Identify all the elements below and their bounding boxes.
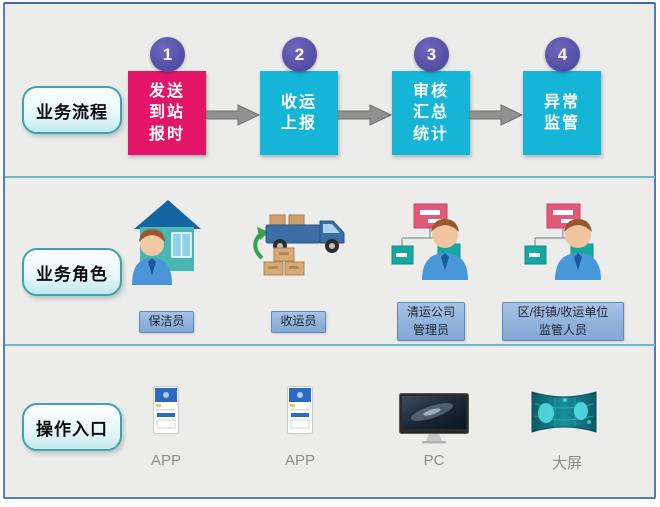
entry-label: APP [284,452,315,469]
section-label-text: 业务角色 [36,264,108,284]
process-step-box-2: 收运 上报 [260,71,338,155]
big-screen-icon [531,391,597,433]
step-number-badge: 1 [150,37,185,72]
section-label-process: 业务流程 [22,86,122,134]
cleaner-house-icon [132,200,201,285]
section-label-entries: 操作入口 [22,403,122,451]
row-divider [5,344,655,346]
org-admin-person-icon [391,203,468,280]
row-divider [5,176,655,178]
process-step-box-3: 审核 汇总 统计 [392,71,470,155]
step-number-badge: 4 [545,37,580,72]
entry-label: APP [150,452,181,469]
role-label: 清运公司 管理员 [397,302,465,341]
entry-label: PC [423,452,445,469]
section-label-text: 操作入口 [36,419,108,439]
step-number-badge: 2 [282,37,317,72]
mobile-app-icon [287,386,313,434]
process-arrow-icon [338,104,392,126]
desktop-pc-icon [399,393,469,444]
process-step-box-4: 异常 监管 [523,71,601,155]
entry-label: 大屏 [551,455,582,472]
process-arrow-icon [206,104,260,126]
org-supervisor-person-icon [524,203,601,280]
process-arrow-icon [469,104,523,126]
section-label-roles: 业务角色 [22,248,122,296]
process-step-box-1: 发送 到站 报时 [128,71,206,155]
role-label: 保洁员 [139,311,194,333]
step-number-badge: 3 [414,37,449,72]
collection-truck-icon [253,214,345,276]
role-label: 收运员 [271,311,326,333]
mobile-app-icon [153,386,179,434]
section-label-text: 业务流程 [36,102,108,122]
role-label: 区/街镇/收运单位 监管人员 [502,302,624,341]
